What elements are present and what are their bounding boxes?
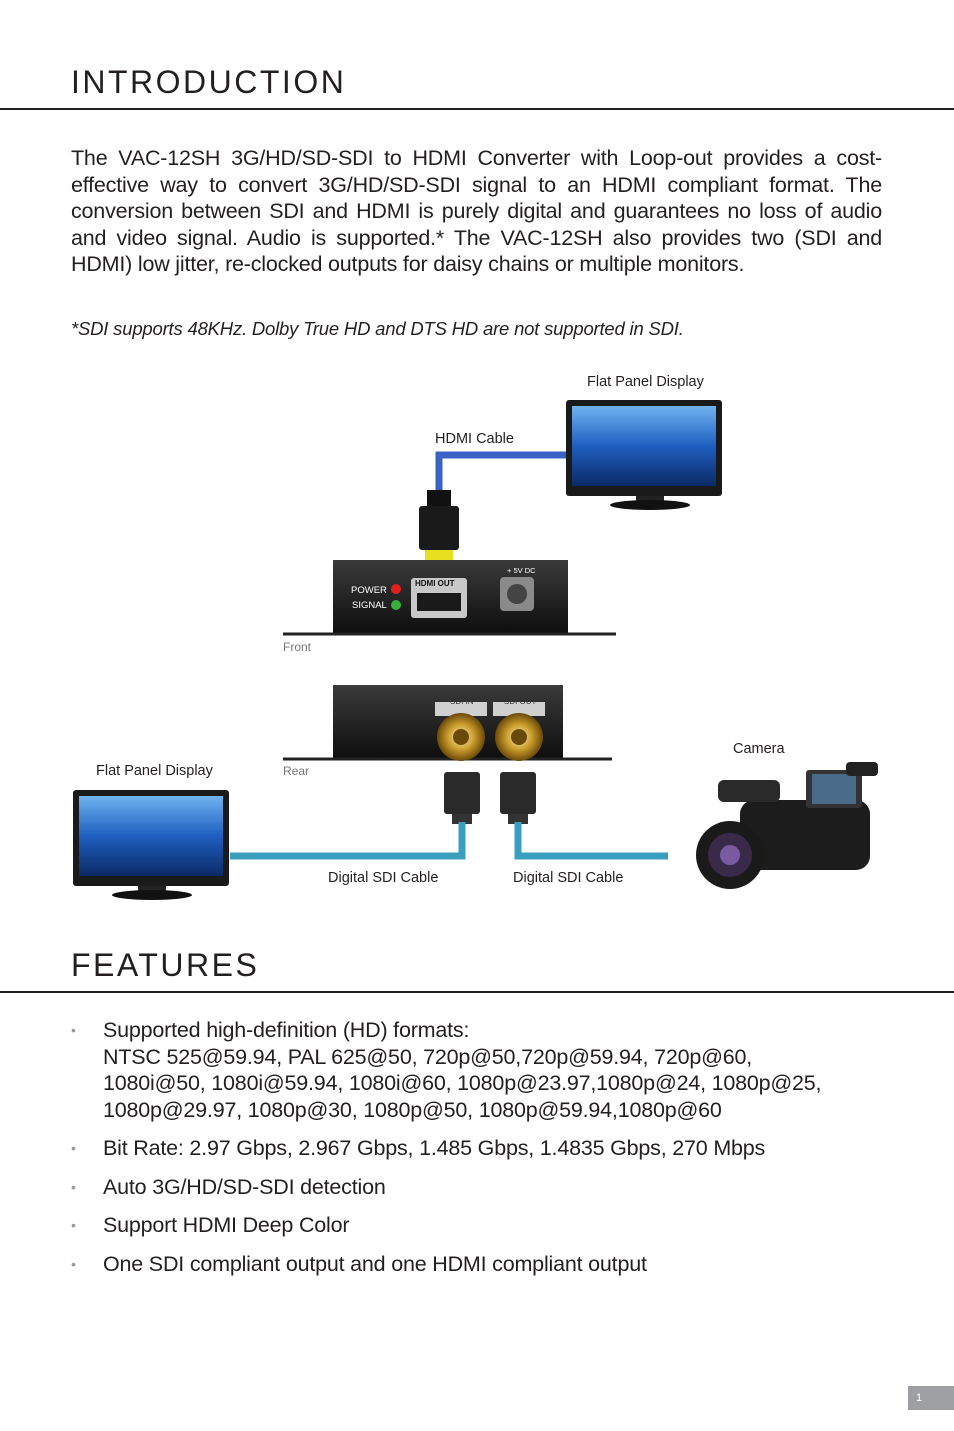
feature-item-auto-detection: • Auto 3G/HD/SD-SDI detection <box>71 1174 901 1201</box>
camera-icon <box>696 762 878 889</box>
introduction-rule <box>0 108 954 110</box>
label-camera: Camera <box>733 741 786 757</box>
label-flat-panel-left: Flat Panel Display <box>96 763 214 779</box>
feature-line: Auto 3G/HD/SD-SDI detection <box>103 1174 386 1199</box>
feature-line: NTSC 525@59.94, PAL 625@50, 720p@50,720p… <box>103 1044 753 1069</box>
label-front: Front <box>283 640 312 654</box>
feature-line: One SDI compliant output and one HDMI co… <box>103 1251 647 1276</box>
bnc-plug-left-icon <box>444 772 480 824</box>
page-number: 1 <box>908 1386 954 1410</box>
hdmi-plug-icon <box>419 490 459 572</box>
feature-line: 1080i@50, 1080i@59.94, 1080i@60, 1080p@2… <box>103 1071 822 1095</box>
connection-diagram: Flat Panel Display HDMI Cable POWER SIGN… <box>73 374 878 900</box>
label-sdi-in: SDI IN <box>450 697 474 706</box>
label-sdi-cable-2: Digital SDI Cable <box>513 870 623 886</box>
label-signal: SIGNAL <box>352 600 387 611</box>
feature-line: Support HDMI Deep Color <box>103 1213 350 1237</box>
label-rear: Rear <box>283 764 309 778</box>
label-power: POWER <box>351 585 387 596</box>
feature-item-deep-color: • Support HDMI Deep Color <box>71 1212 901 1239</box>
converter-rear-icon <box>283 685 612 761</box>
bullet: • <box>71 1217 76 1233</box>
feature-item-outputs: • One SDI compliant output and one HDMI … <box>71 1251 901 1278</box>
features-rule <box>0 991 954 993</box>
label-sdi-out: SDI OUT <box>504 697 537 706</box>
feature-item-bit-rate: • Bit Rate: 2.97 Gbps, 2.967 Gbps, 1.485… <box>71 1135 901 1162</box>
bullet: • <box>71 1178 76 1195</box>
features-list: • Supported high-definition (HD) formats… <box>71 1017 901 1289</box>
flat-panel-display-left-icon <box>73 790 229 900</box>
bullet: • <box>71 1140 76 1156</box>
sdi-footnote: *SDI supports 48KHz. Dolby True HD and D… <box>71 318 684 339</box>
hdmi-cable-line <box>435 451 566 495</box>
label-sdi-cable-1: Digital SDI Cable <box>328 870 438 886</box>
label-dc: + 5V DC <box>507 566 536 575</box>
introduction-heading: INTRODUCTION <box>71 64 347 100</box>
feature-line: Supported high-definition (HD) formats: <box>103 1018 470 1042</box>
bullet: • <box>71 1255 76 1272</box>
flat-panel-display-top-icon <box>566 400 722 510</box>
feature-line: 1080p@29.97, 1080p@30, 1080p@50, 1080p@5… <box>103 1097 722 1122</box>
bnc-plug-right-icon <box>500 772 536 824</box>
sdi-cable-right-line <box>514 822 668 860</box>
feature-line: Bit Rate: 2.97 Gbps, 2.967 Gbps, 1.485 G… <box>103 1136 766 1160</box>
features-heading: FEATURES <box>71 947 260 983</box>
sdi-cable-left-line <box>230 822 466 860</box>
intro-paragraph: The VAC-12SH 3G/HD/SD-SDI to HDMI Conver… <box>71 146 882 276</box>
feature-item-formats: • Supported high-definition (HD) formats… <box>71 1017 901 1123</box>
bullet: • <box>71 1022 76 1038</box>
label-hdmi-cable: HDMI Cable <box>435 431 514 447</box>
label-flat-panel-top: Flat Panel Display <box>587 374 705 390</box>
label-hdmi-out: HDMI OUT <box>415 579 455 588</box>
converter-front-icon <box>283 560 616 636</box>
